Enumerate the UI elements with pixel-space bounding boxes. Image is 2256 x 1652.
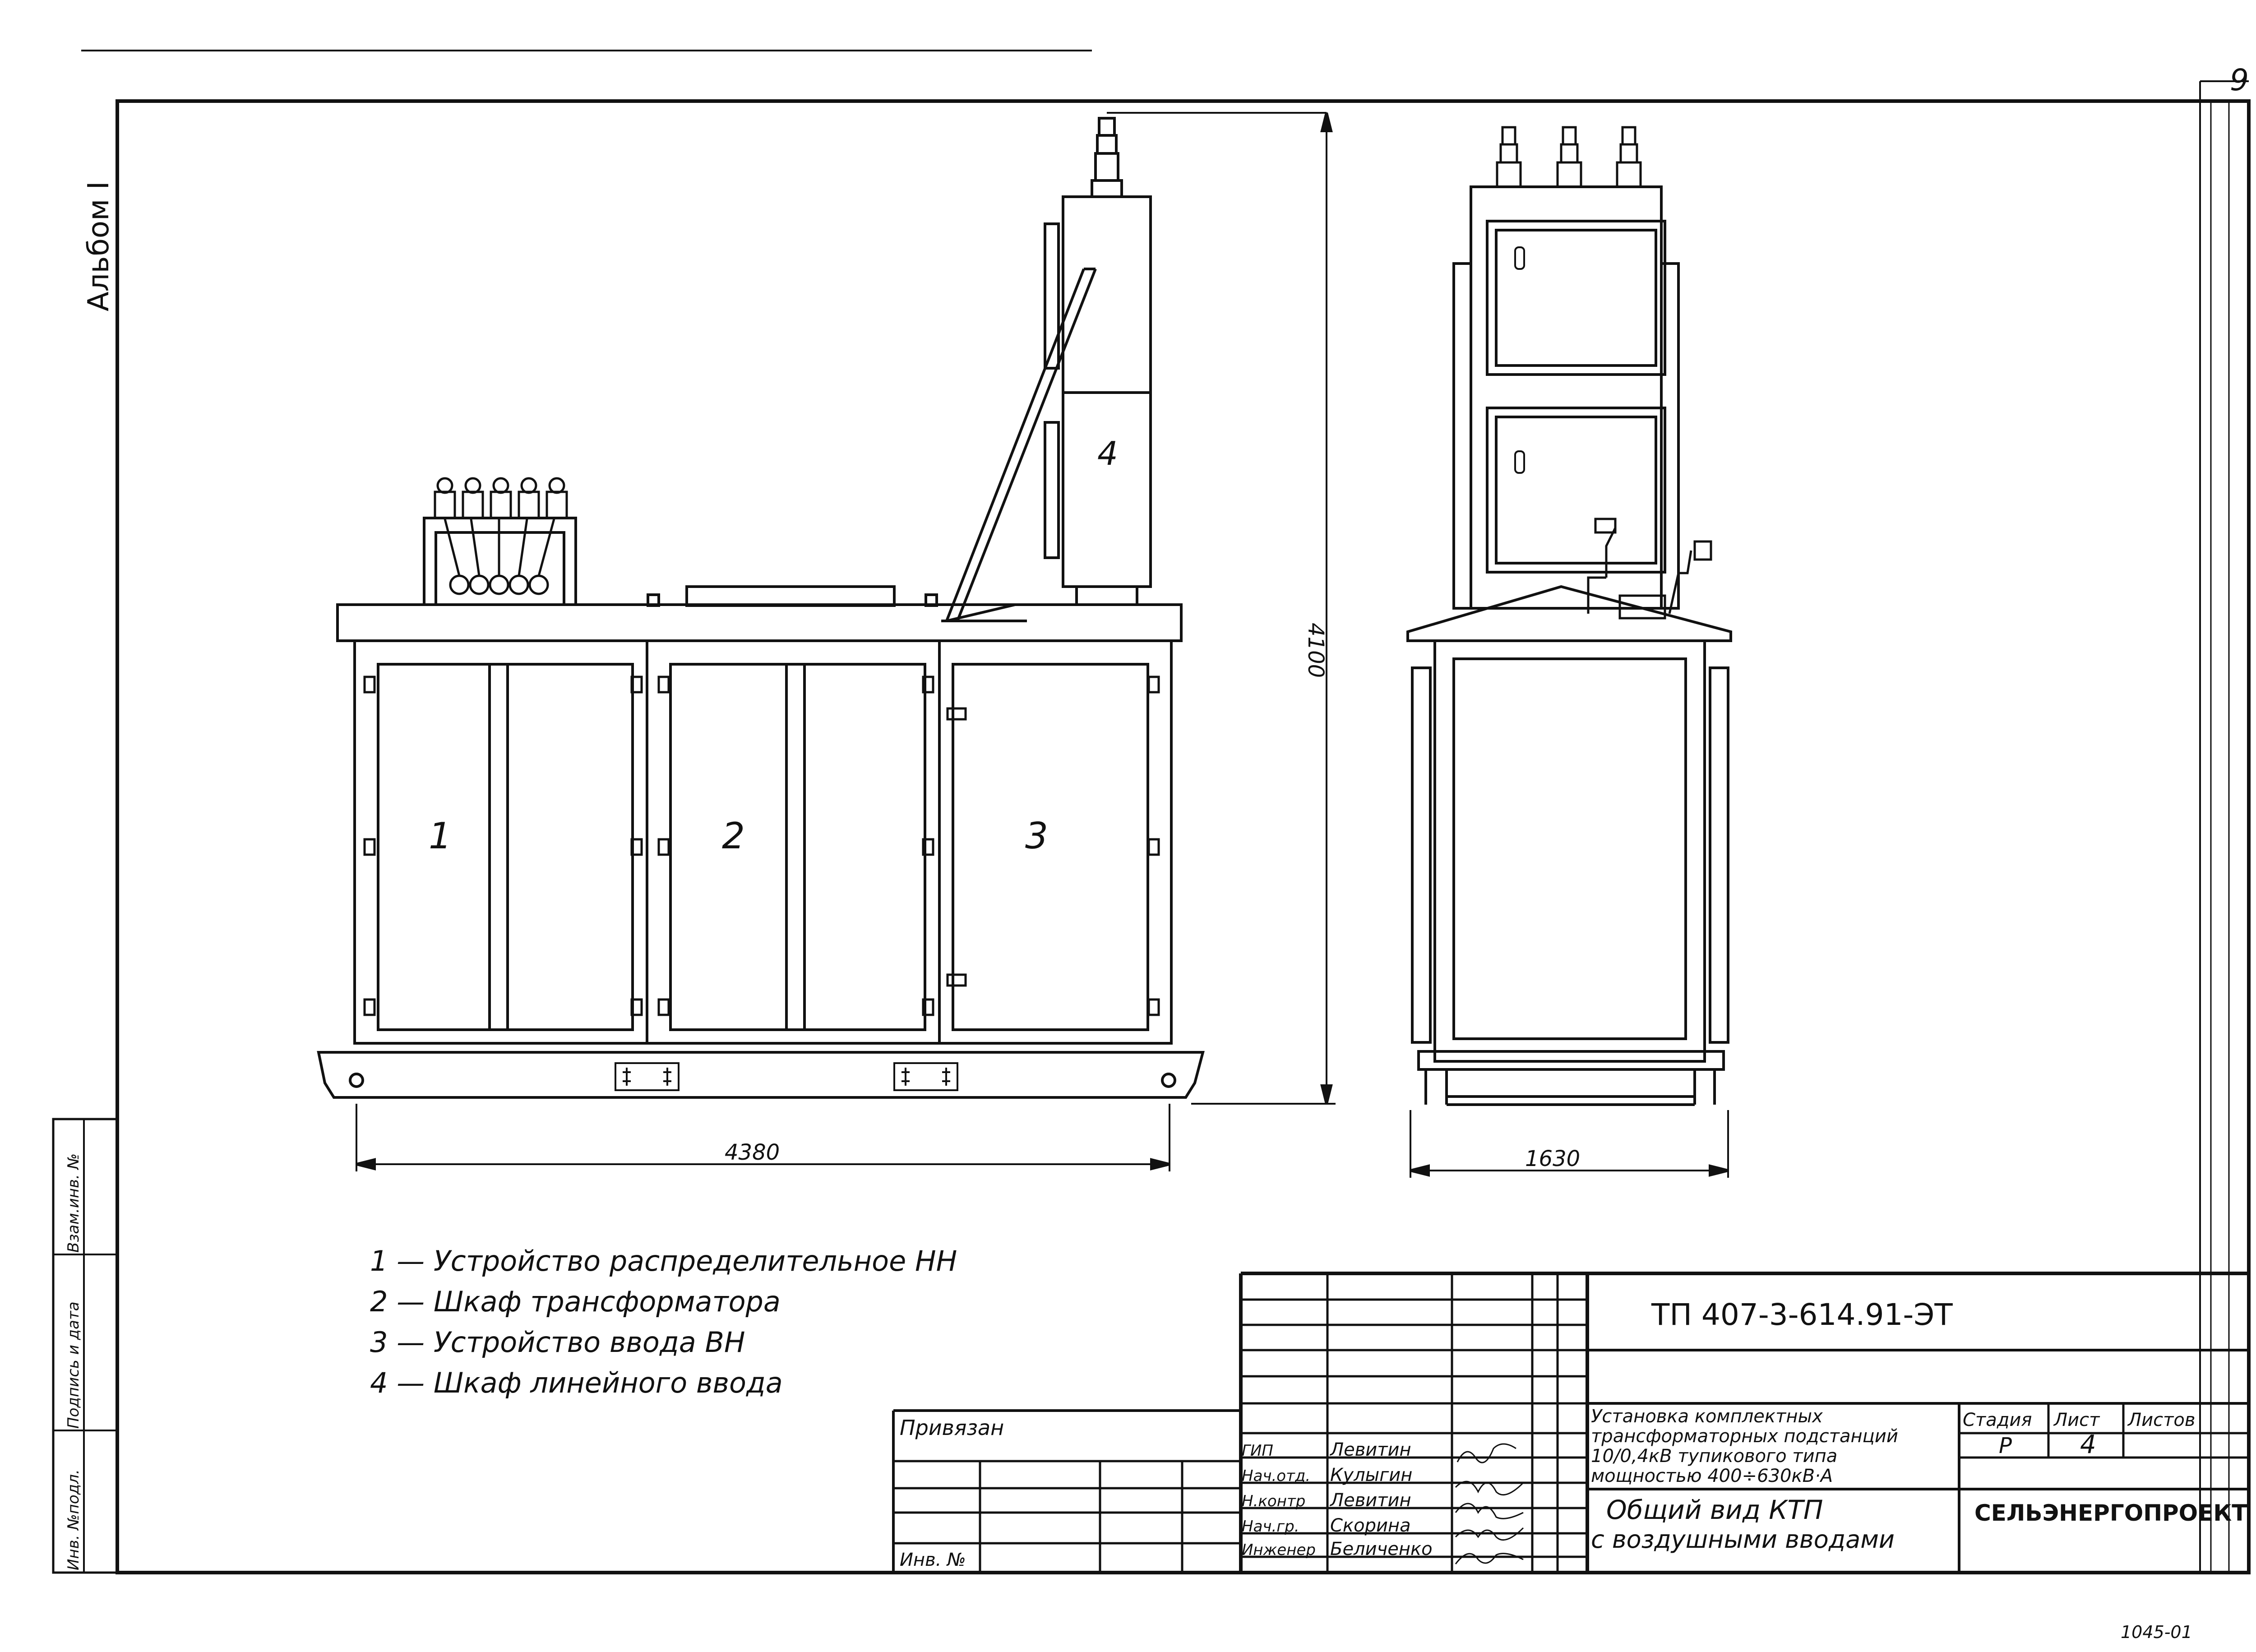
name-nach-gr: Скорина	[1330, 1515, 1411, 1536]
name-nach-otd: Кулыгин	[1330, 1465, 1412, 1485]
side-inv-podl: Инв. №подл.	[65, 1469, 83, 1570]
project-title-line-2: трансформаторных подстанций	[1591, 1426, 1898, 1447]
name-inzhener: Беличенко	[1330, 1539, 1433, 1559]
sheet-title-line-2: с воздушными вводами	[1591, 1525, 1895, 1554]
role-nach-otd: Нач.отд.	[1242, 1467, 1310, 1485]
legend-item-1: 1 — Устройство распределительное НН	[370, 1245, 957, 1277]
unit-number-2: 2	[722, 815, 745, 857]
privyazan-label: Привязан	[900, 1416, 1004, 1440]
organization: СЕЛЬЭНЕРГОПРОЕКТ	[1974, 1500, 2247, 1526]
album-label: Альбом I	[82, 181, 116, 311]
front-view	[317, 112, 1336, 1171]
sheet-title-line-1: Общий вид КТП	[1606, 1495, 1823, 1525]
unit-number-1: 1	[429, 815, 452, 857]
title-block	[892, 1272, 2249, 1573]
legend-item-3: 3 — Устройство ввода ВН	[370, 1326, 745, 1359]
dim-width-side: 1630	[1525, 1146, 1580, 1171]
dim-width-front: 4380	[725, 1140, 780, 1165]
project-title-line-4: мощностью 400÷630кВ·А	[1591, 1466, 1833, 1486]
sheet-label: Лист	[2053, 1410, 2100, 1430]
legend-item-4: 4 — Шкаф линейного ввода	[370, 1366, 783, 1399]
stage-label: Стадия	[1963, 1410, 2032, 1430]
unit-number-3: 3	[1025, 815, 1048, 857]
sheets-label: Листов	[2127, 1410, 2195, 1430]
inv-no-label: Инв. №	[900, 1550, 966, 1570]
legend-item-2: 2 — Шкаф трансформатора	[370, 1285, 781, 1318]
unit-number-4: 4	[1097, 435, 1118, 472]
role-gip: ГИП	[1242, 1442, 1273, 1460]
side-vzam-inv: Взам.инв. №	[65, 1153, 83, 1253]
dim-height: 4100	[1303, 623, 1328, 678]
doc-code: ТП 407-3-614.91-ЭТ	[1651, 1297, 1953, 1332]
sheet-value: 4	[2080, 1430, 2096, 1459]
project-title-line-1: Установка комплектных	[1591, 1406, 1823, 1427]
page-number: 9	[2230, 63, 2249, 97]
side-strip	[52, 1118, 119, 1574]
name-gip: Левитин	[1329, 1439, 1411, 1460]
role-nach-gr: Нач.гр.	[1242, 1518, 1299, 1536]
name-n-kontr: Левитин	[1329, 1490, 1411, 1511]
bottom-right-code: 1045-01	[2121, 1622, 2192, 1642]
stage-value: Р	[1999, 1433, 2012, 1458]
side-podpis-data: Подпись и дата	[65, 1301, 83, 1429]
role-n-kontr: Н.контр	[1242, 1492, 1305, 1510]
project-title-line-3: 10/0,4кВ тупикового типа	[1591, 1446, 1837, 1467]
side-view	[1406, 126, 1732, 1178]
role-inzhener: Инженер	[1242, 1541, 1316, 1559]
